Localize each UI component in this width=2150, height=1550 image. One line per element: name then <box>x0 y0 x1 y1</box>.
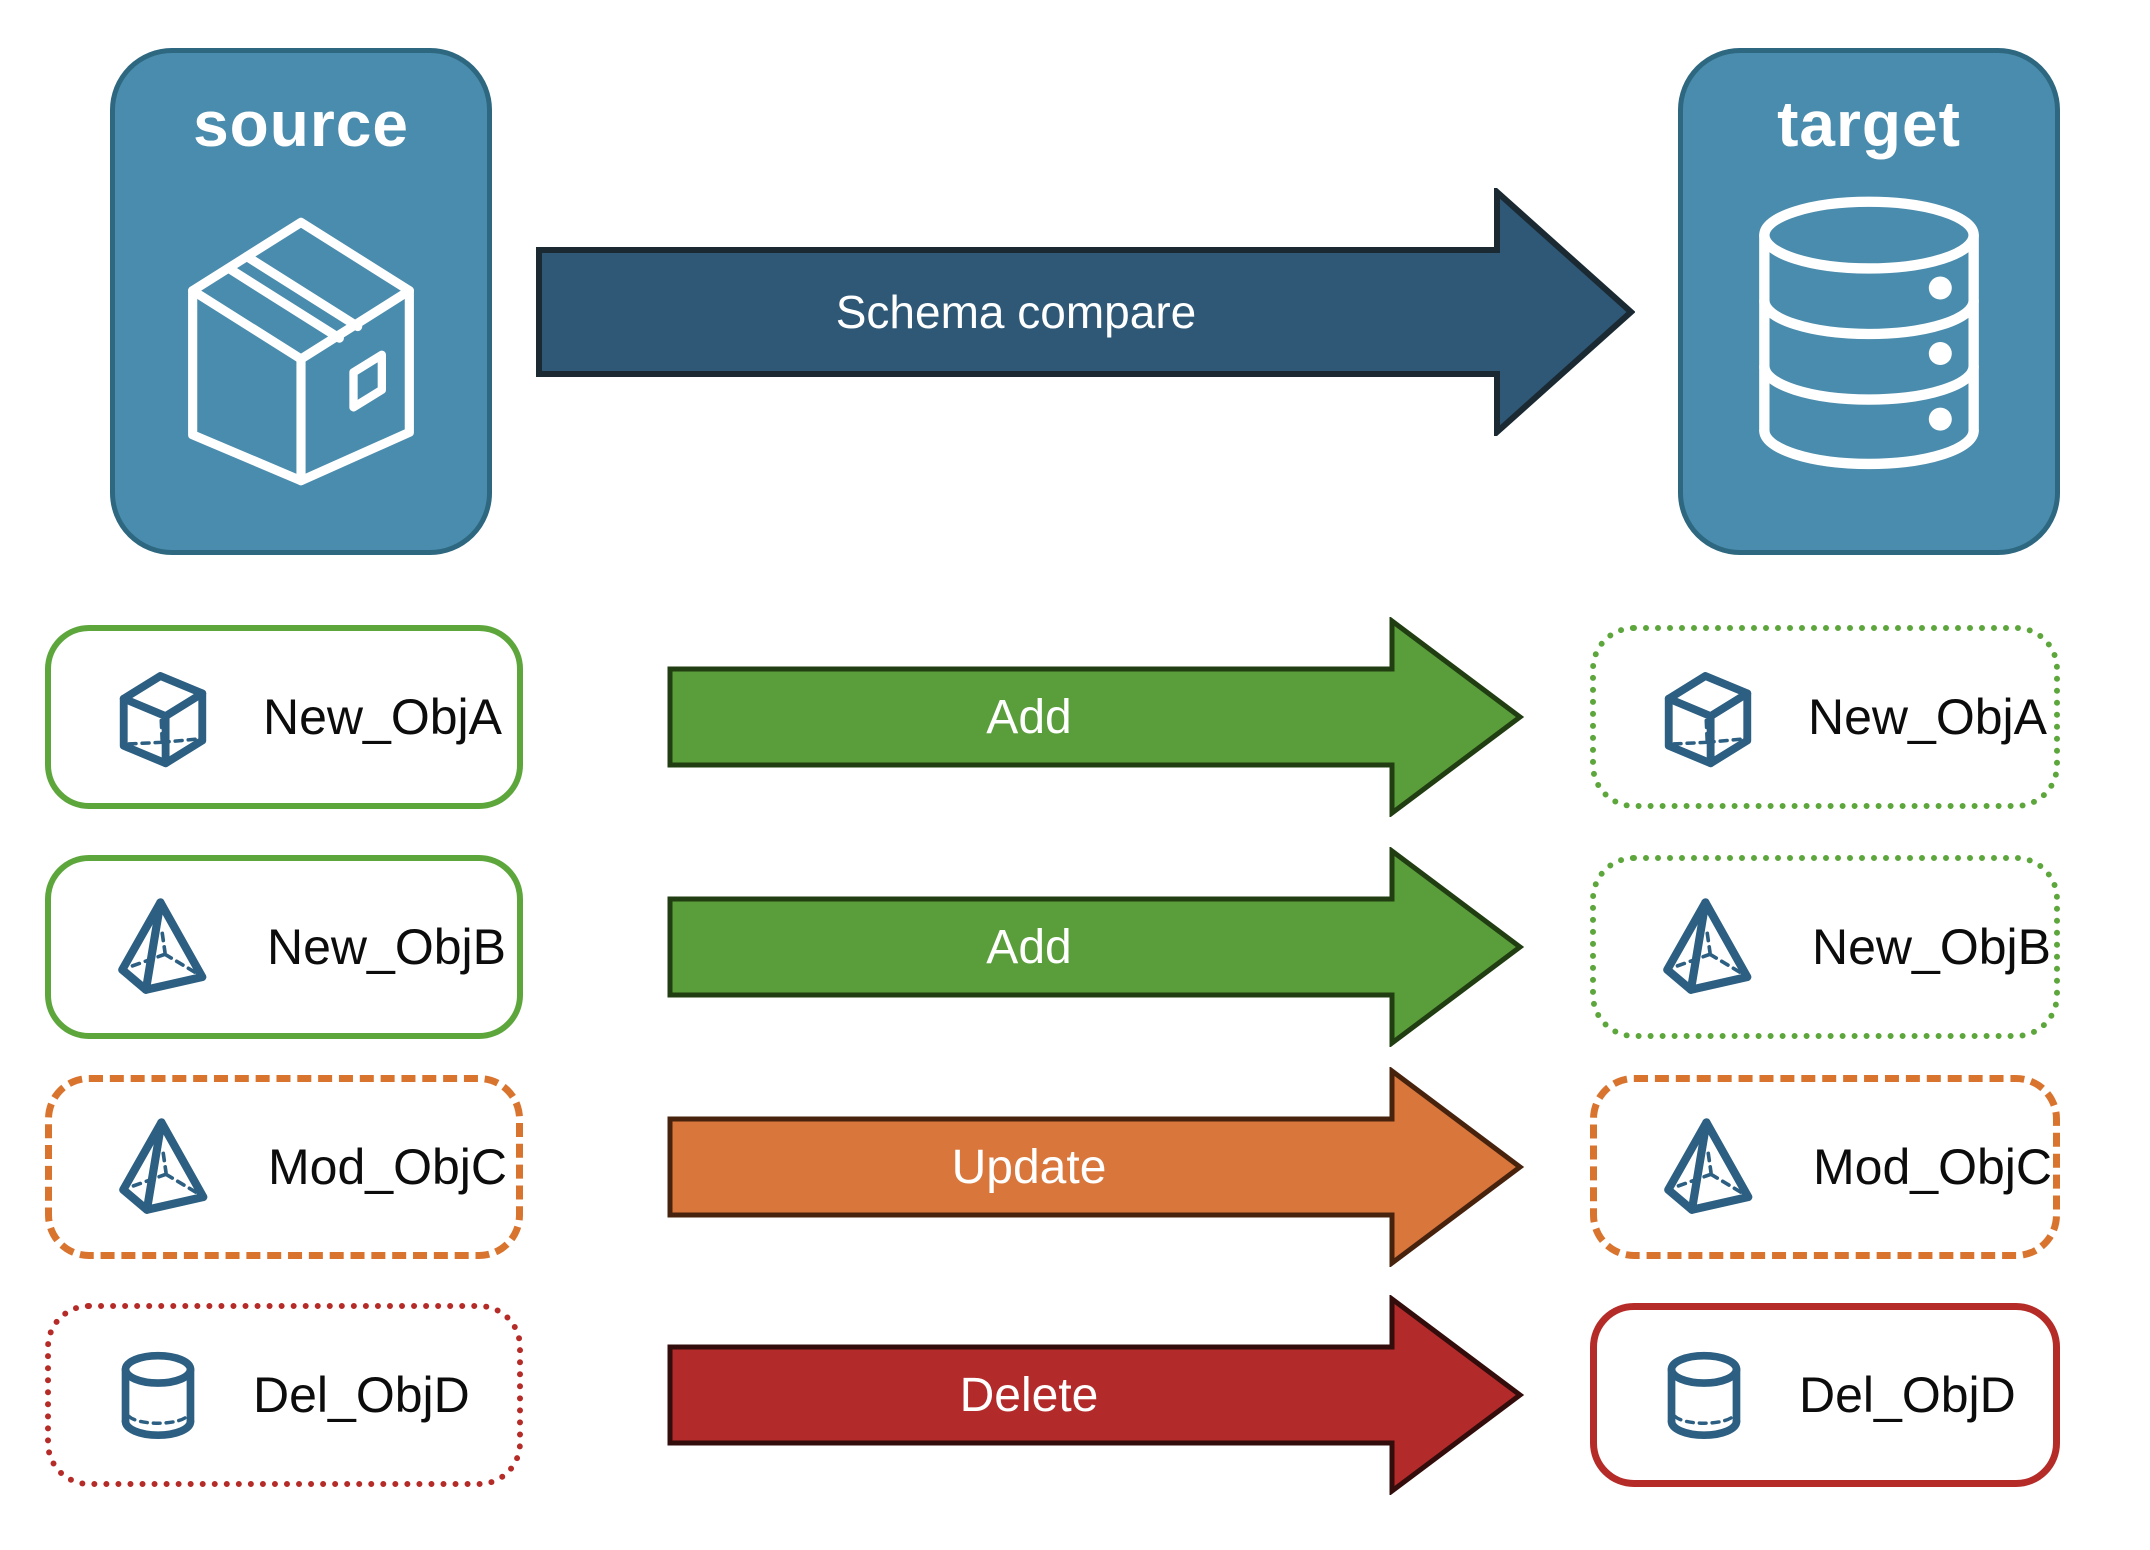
action-arrow-label: Update <box>951 1140 1107 1194</box>
object-name: New_ObjB <box>1812 919 2051 975</box>
object-name: Mod_ObjC <box>268 1139 507 1195</box>
target-object-card-new-obja: New_ObjA <box>1590 625 2060 809</box>
object-name: New_ObjA <box>1808 689 2047 745</box>
database-icon <box>1759 196 1979 470</box>
pyramid-icon <box>1660 897 1760 997</box>
object-name: Mod_ObjC <box>1813 1139 2052 1195</box>
target-object-card-new-objb: New_ObjB <box>1590 855 2060 1039</box>
target-object-card-del-objd: Del_ObjD <box>1590 1303 2060 1487</box>
object-name: Del_ObjD <box>253 1367 470 1423</box>
delete-arrow-shape <box>667 1295 1525 1495</box>
source-object-card-del-objd: Del_ObjD <box>45 1303 523 1487</box>
target-object-card-mod-objc: Mod_ObjC <box>1590 1075 2060 1259</box>
action-arrow-add-1: Add <box>666 617 1526 817</box>
source-node-title: source <box>193 88 409 160</box>
source-object-card-mod-objc: Mod_ObjC <box>45 1075 523 1259</box>
action-arrow-delete: Delete <box>666 1295 1526 1495</box>
action-arrow-update: Update <box>666 1067 1526 1267</box>
update-arrow-shape <box>667 1067 1525 1267</box>
action-arrow-label: Add <box>986 690 1072 744</box>
source-object-card-new-objb: New_ObjB <box>45 855 523 1039</box>
source-object-card-new-obja: New_ObjA <box>45 625 523 809</box>
pyramid-icon <box>115 897 215 997</box>
cube-icon <box>115 665 211 769</box>
pyramid-icon <box>1661 1117 1761 1217</box>
object-name: New_ObjB <box>267 919 506 975</box>
pyramid-icon <box>116 1117 216 1217</box>
schema-compare-arrow: Schema compare <box>535 188 1635 436</box>
schema-compare-arrow-shape <box>536 188 1635 436</box>
target-node: target <box>1678 48 2060 555</box>
add-arrow-shape <box>667 847 1525 1047</box>
cylinder-icon <box>1661 1348 1747 1442</box>
action-arrow-add-2: Add <box>666 847 1526 1047</box>
object-name: New_ObjA <box>263 689 502 745</box>
action-arrow-label: Add <box>986 920 1072 974</box>
schema-compare-arrow-label: Schema compare <box>835 286 1197 338</box>
target-node-title: target <box>1777 88 1961 160</box>
add-arrow-shape <box>667 617 1525 817</box>
cube-icon <box>1660 665 1756 769</box>
action-arrow-label: Delete <box>959 1368 1099 1422</box>
source-node: source <box>110 48 492 555</box>
package-icon <box>188 217 414 486</box>
cylinder-icon <box>115 1348 201 1442</box>
object-name: Del_ObjD <box>1799 1367 2016 1423</box>
